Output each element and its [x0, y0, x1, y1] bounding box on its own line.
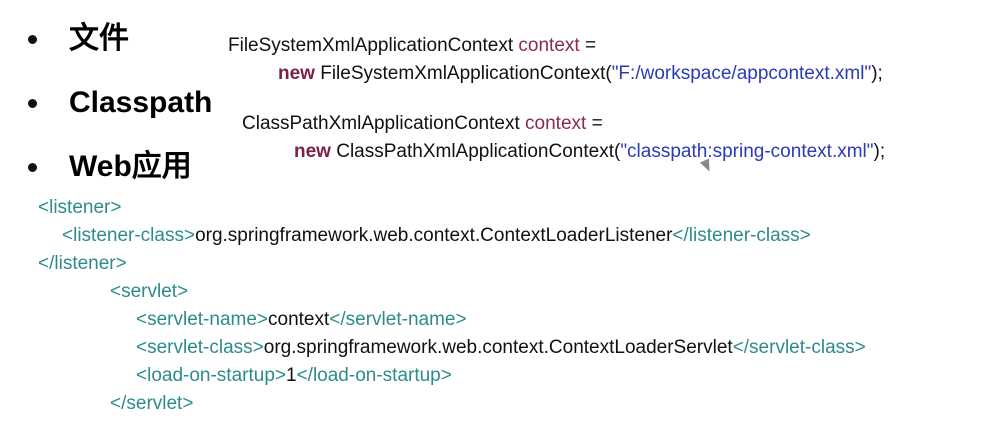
xml-tag: </listener-class>	[672, 225, 811, 246]
code-constructor: ClassPathXmlApplicationContext(	[336, 141, 621, 162]
bullet-dot-icon	[28, 34, 37, 44]
xml-tag: <servlet-name>	[136, 309, 269, 330]
xml-value: context	[268, 309, 330, 330]
xml-tag: </listener>	[38, 253, 127, 274]
code-keyword: new	[278, 63, 315, 84]
code-variable: context	[525, 113, 587, 134]
xml-tag: <listener>	[38, 197, 122, 218]
xml-tag: </servlet>	[110, 393, 194, 414]
fs-code-line-1: FileSystemXmlApplicationContext context …	[228, 34, 596, 58]
xml-tag: <servlet>	[110, 281, 189, 302]
code-operator: =	[591, 113, 603, 134]
xml-load-on-startup: <load-on-startup>1</load-on-startup>	[136, 364, 452, 388]
fs-code-line-2: new FileSystemXmlApplicationContext("F:/…	[278, 62, 883, 86]
xml-tag: </load-on-startup>	[296, 365, 452, 386]
bullet-item-file: 文件	[28, 22, 129, 56]
xml-tag: </servlet-name>	[329, 309, 467, 330]
code-type: ClassPathXmlApplicationContext	[242, 113, 520, 134]
xml-listener-class: <listener-class>org.springframework.web.…	[62, 224, 811, 248]
xml-listener-close: </listener>	[38, 252, 127, 276]
xml-tag: <load-on-startup>	[136, 365, 286, 386]
code-end: );	[873, 141, 886, 162]
xml-tag: <listener-class>	[62, 225, 196, 246]
xml-tag: </servlet-class>	[732, 337, 866, 358]
code-operator: =	[584, 35, 597, 56]
xml-servlet-open: <servlet>	[110, 280, 188, 304]
xml-servlet-name: <servlet-name>context</servlet-name>	[136, 308, 467, 332]
bullet-item-classpath: Classpath	[28, 86, 212, 120]
bullet-label: 文件	[69, 22, 129, 55]
bullet-item-web: Web应用	[28, 150, 192, 184]
code-keyword: new	[294, 141, 331, 162]
bullet-dot-icon	[28, 98, 37, 108]
xml-value: org.springframework.web.context.ContextL…	[263, 337, 733, 358]
bullet-dot-icon	[28, 162, 37, 172]
xml-value: 1	[286, 365, 297, 386]
code-constructor: FileSystemXmlApplicationContext(	[320, 63, 612, 84]
code-string: "classpath:spring-context.xml"	[620, 141, 874, 162]
code-variable: context	[518, 35, 580, 56]
cp-code-line-1: ClassPathXmlApplicationContext context =	[242, 112, 603, 136]
xml-value: org.springframework.web.context.ContextL…	[195, 225, 673, 246]
code-type: FileSystemXmlApplicationContext	[228, 35, 514, 56]
code-end: );	[871, 63, 883, 84]
xml-servlet-class: <servlet-class>org.springframework.web.c…	[136, 336, 866, 360]
xml-listener-open: <listener>	[38, 196, 121, 220]
xml-servlet-close: </servlet>	[110, 392, 193, 416]
xml-tag: <servlet-class>	[136, 337, 264, 358]
code-string: "F:/workspace/appcontext.xml"	[611, 63, 872, 84]
bullet-label: Classpath	[69, 86, 213, 119]
bullet-label: Web应用	[69, 150, 192, 183]
cp-code-line-2: new ClassPathXmlApplicationContext("clas…	[294, 140, 885, 164]
